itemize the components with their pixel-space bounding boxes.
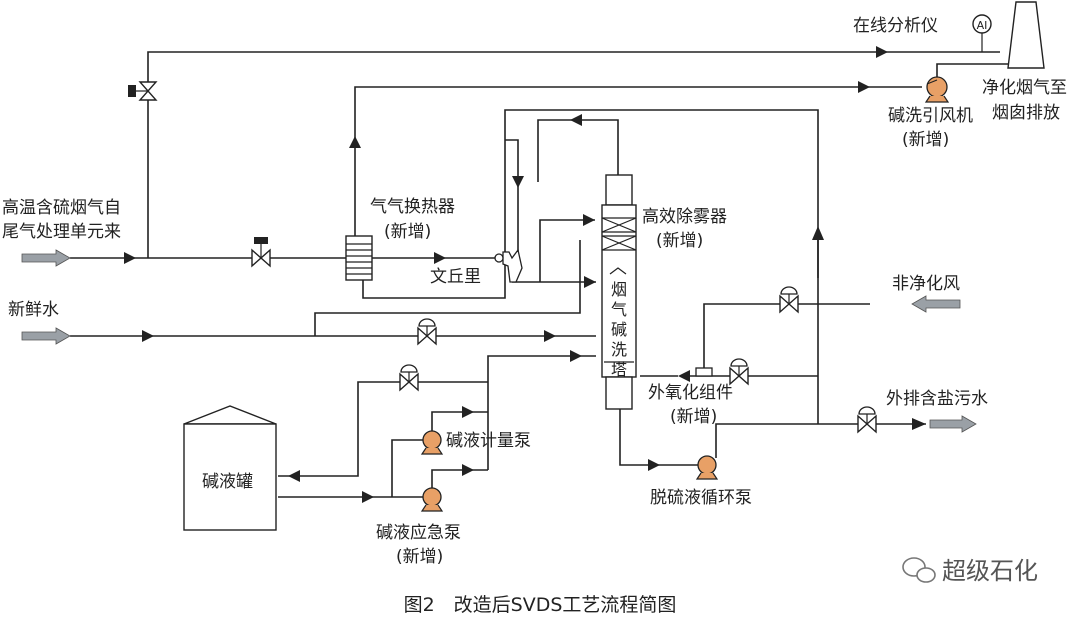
oxidation-valve[interactable] — [729, 358, 749, 386]
tower-char-2: 气 — [611, 300, 627, 319]
wastewater-label: 外排含盐污水 — [886, 389, 988, 409]
wechat-icon — [902, 557, 936, 583]
wastewater-pipe-arrow — [929, 415, 977, 433]
fresh-water-branch — [314, 240, 581, 336]
air-pipe-arrow — [911, 295, 961, 313]
oxidation-label-2: (新增) — [670, 407, 717, 427]
tank-label: 碱液罐 — [202, 472, 253, 492]
bypass-arrow — [876, 46, 888, 58]
stack — [1007, 1, 1045, 69]
fan-pump-icon — [924, 76, 950, 103]
meter-pump-arrow — [462, 406, 474, 418]
demister-feed-line — [539, 219, 595, 282]
fan-label-1: 碱洗引风机 — [888, 106, 973, 126]
oxidation-component — [695, 367, 713, 377]
tower-char-4: 洗 — [611, 340, 627, 359]
hx-outlet-line — [354, 86, 922, 236]
tower-char-5: 塔 — [611, 360, 627, 379]
valves — [128, 81, 877, 434]
air-label: 非净化风 — [892, 274, 960, 294]
emergency-pump-label-2: (新增) — [396, 547, 443, 567]
watermark: 超级石化 — [902, 557, 1038, 585]
oxidation-label-1: 外氧化组件 — [648, 383, 733, 403]
figure-caption: 图2 改造后SVDS工艺流程简图 — [404, 594, 677, 616]
fresh-water-valve[interactable] — [417, 318, 437, 346]
tower-bottom-line — [619, 408, 698, 466]
inlet-arrow-1 — [124, 252, 136, 264]
alkali-supply-arrow — [570, 350, 582, 362]
tank-return-arrow — [288, 470, 300, 482]
wastewater-arrow — [912, 418, 926, 430]
inlet-arrow-2 — [434, 252, 446, 264]
analyzer-tag: AI — [977, 19, 988, 32]
tower-char-1: 烟 — [611, 280, 627, 299]
venturi-label: 文丘里 — [430, 267, 481, 287]
venturi — [494, 248, 523, 283]
alkali-supply-line — [487, 355, 596, 470]
tower-char-3: 碱 — [611, 320, 627, 339]
fresh-water-arrow-1 — [142, 330, 154, 342]
emergency-pump-icon — [420, 487, 444, 512]
fan-inlet-arrow — [858, 81, 870, 93]
circulation-pump-icon — [695, 455, 719, 480]
emergency-pump-label-1: 碱液应急泵 — [376, 523, 461, 543]
demister-feed-arrow — [583, 214, 595, 226]
venturi-feed-line — [505, 139, 519, 265]
meter-pump-label: 碱液计量泵 — [446, 431, 531, 451]
inlet-label-1: 高温含硫烟气自 — [2, 198, 121, 218]
hx-label-1: 气气换热器 — [370, 197, 455, 217]
venturi-feed-arrow — [512, 176, 524, 188]
inlet-pipe-arrow — [21, 249, 71, 267]
fan-outlet-line — [936, 63, 1010, 78]
fresh-water-pipe-arrow — [21, 327, 71, 345]
bypass-valve[interactable] — [128, 81, 158, 101]
oxid-arrow — [678, 370, 690, 382]
circ-riser-arrow — [812, 226, 824, 240]
heat-exchanger — [345, 235, 373, 281]
circulation-pump-label: 脱硫液循环泵 — [650, 488, 752, 508]
wastewater-valve[interactable] — [857, 406, 877, 434]
fresh-water-label: 新鲜水 — [8, 300, 59, 320]
demister-label-1: 高效除雾器 — [642, 207, 727, 227]
air-line — [703, 303, 870, 370]
analyzer-label: 在线分析仪 — [853, 16, 938, 36]
alkali-tank — [183, 405, 277, 531]
fan-label-2: (新增) — [902, 130, 949, 150]
emerg-pump-discharge — [431, 469, 488, 488]
hx-label-2: (新增) — [384, 222, 431, 242]
tank-outlet-arrow — [362, 491, 374, 503]
watermark-text: 超级石化 — [942, 557, 1038, 585]
piping — [70, 46, 1010, 503]
inlet-valve[interactable] — [251, 237, 271, 268]
meter-pump-icon — [420, 430, 444, 455]
inlet-label-2: 尾气处理单元来 — [2, 222, 121, 242]
online-analyzer: AI — [972, 14, 992, 52]
tower-top-arrow — [570, 114, 582, 126]
hx-to-tower-line — [362, 109, 819, 299]
hx-riser-arrow — [349, 136, 361, 148]
air-valve[interactable] — [779, 286, 799, 314]
meter-pump-suction — [391, 439, 424, 497]
circ-pump-arrow — [648, 459, 660, 471]
tank-return-line — [278, 381, 488, 477]
labels: 在线分析仪 净化烟气至 烟囱排放 碱洗引风机 (新增) 高温含硫烟气自 尾气处理… — [2, 16, 1067, 567]
tower-top-line — [537, 119, 619, 182]
stack-label-2: 烟囱排放 — [992, 103, 1060, 123]
emerg-pump-arrow — [462, 464, 474, 476]
alkali-return-valve[interactable] — [399, 364, 419, 392]
meter-pump-discharge — [431, 411, 488, 431]
stack-label-1: 净化烟气至 — [982, 78, 1067, 98]
bypass-line — [147, 51, 1000, 258]
boundary-arrows — [21, 249, 977, 433]
spray-feed-arrow — [584, 276, 596, 288]
demister-label-2: (新增) — [656, 231, 703, 251]
fresh-water-arrow-2 — [544, 330, 556, 342]
circ-pump-discharge — [715, 423, 926, 458]
caustic-wash-tower — [601, 174, 637, 410]
